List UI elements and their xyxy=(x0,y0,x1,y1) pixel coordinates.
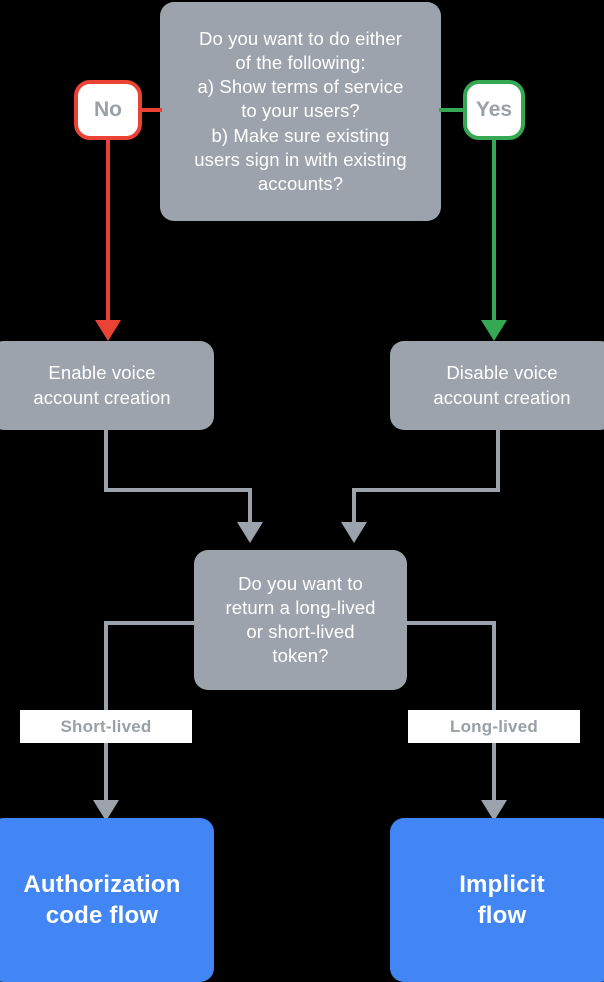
edge-no-horizontal-stub xyxy=(136,108,162,112)
edge-label-long-lived: Long-lived xyxy=(408,710,580,743)
edge-short-lived-arrowhead xyxy=(93,800,119,821)
edge-enable-down-segment xyxy=(104,430,108,492)
edge-long-lived-arrowhead xyxy=(481,800,507,821)
edge-enable-final-drop xyxy=(248,488,252,524)
edge-no-arrowhead xyxy=(95,320,121,341)
edge-no-vertical-drop xyxy=(106,138,110,322)
edge-yes-vertical-drop xyxy=(492,138,496,322)
result-node-authorization-code-flow: Authorization code flow xyxy=(0,818,214,982)
edge-enable-arrowhead xyxy=(237,522,263,543)
edge-disable-down-segment xyxy=(496,430,500,492)
edge-long-lived-across-segment xyxy=(403,621,495,625)
edge-enable-across-segment xyxy=(104,488,252,492)
edge-disable-arrowhead xyxy=(341,522,367,543)
edge-yes-horizontal-stub xyxy=(439,108,465,112)
edge-disable-final-drop xyxy=(352,488,356,524)
branch-pill-no[interactable]: No xyxy=(74,80,142,140)
edge-short-lived-across-segment xyxy=(106,621,198,625)
process-node-enable-voice-account-creation: Enable voice account creation xyxy=(0,341,214,430)
decision-node-account-linking-question: Do you want to do either of the followin… xyxy=(160,2,441,221)
edge-label-short-lived: Short-lived xyxy=(20,710,192,743)
edge-yes-arrowhead xyxy=(481,320,507,341)
decision-node-token-lifetime-question: Do you want to return a long-lived or sh… xyxy=(194,550,407,690)
branch-pill-yes[interactable]: Yes xyxy=(463,80,525,140)
process-node-disable-voice-account-creation: Disable voice account creation xyxy=(390,341,604,430)
result-node-implicit-flow: Implicit flow xyxy=(390,818,604,982)
edge-disable-across-segment xyxy=(352,488,500,492)
